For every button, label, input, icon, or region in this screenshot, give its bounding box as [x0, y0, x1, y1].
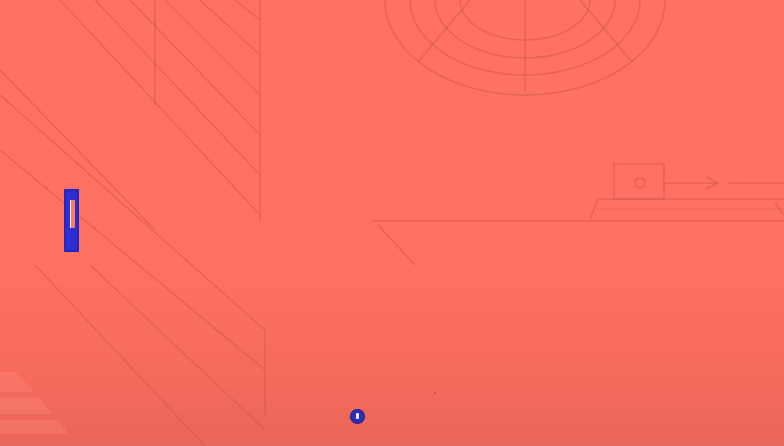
small-dot-shape — [434, 392, 436, 394]
ball-icon — [356, 413, 359, 419]
diagonal-lines-shape — [0, 94, 266, 446]
player-paddle[interactable] — [64, 189, 79, 252]
platform-shape — [372, 163, 784, 266]
ball[interactable] — [351, 410, 364, 423]
corner-stripes-shape — [0, 372, 68, 434]
hatched-wall-shape — [0, 0, 261, 231]
concentric-arcs-shape — [384, 0, 666, 96]
paddle-icon — [70, 200, 75, 228]
